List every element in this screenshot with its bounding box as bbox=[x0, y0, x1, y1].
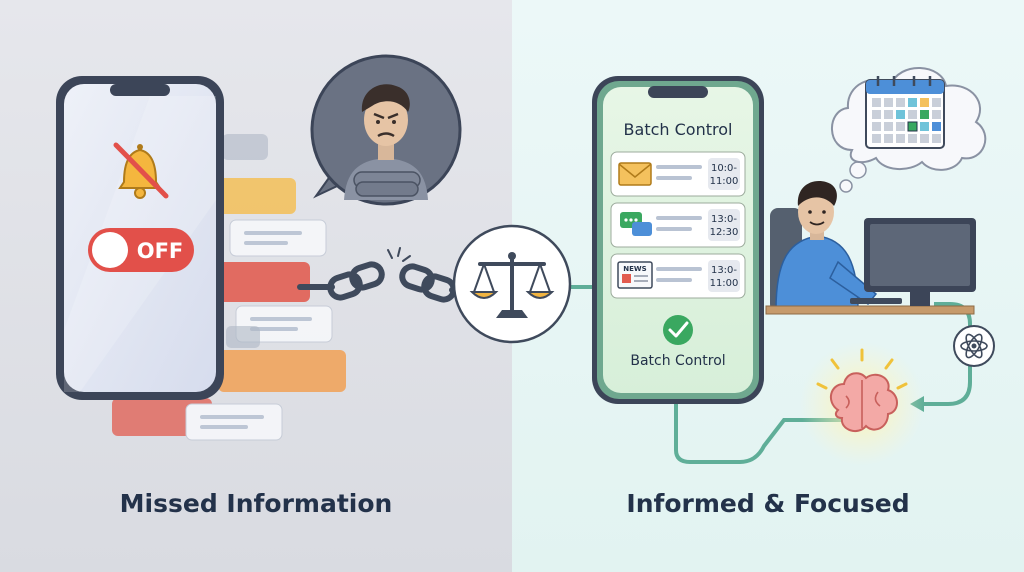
notifications-toggle[interactable]: OFF bbox=[88, 228, 194, 272]
batch-item[interactable]: NEWS 13:0- 11:00 bbox=[610, 253, 746, 299]
notification-bubble bbox=[185, 403, 283, 441]
time-end: 11:00 bbox=[710, 278, 739, 289]
muted-bell-icon bbox=[113, 142, 169, 199]
envelope-icon bbox=[618, 162, 652, 186]
notification-bubble bbox=[218, 350, 346, 392]
scattered-notifications bbox=[112, 134, 346, 441]
caption-missed-information: Missed Information bbox=[119, 489, 393, 518]
toggle-label: OFF bbox=[137, 239, 184, 263]
batch-control-footer: Batch Control bbox=[630, 353, 725, 369]
time-end: 12:30 bbox=[710, 227, 739, 238]
caption-informed-focused: Informed & Focused bbox=[626, 489, 910, 518]
calendar-icon bbox=[865, 76, 945, 149]
batch-item[interactable]: 13:0- 12:30 bbox=[610, 202, 746, 248]
notification-bubble bbox=[222, 134, 268, 160]
batch-control-title: Batch Control bbox=[624, 120, 733, 139]
newspaper-icon: NEWS bbox=[617, 261, 653, 289]
broken-chain bbox=[297, 261, 469, 303]
notification-bubble bbox=[218, 178, 296, 214]
news-badge: NEWS bbox=[623, 265, 646, 273]
focused-person-at-desk bbox=[765, 181, 976, 315]
chat-icon bbox=[620, 212, 652, 236]
time-end: 11:00 bbox=[710, 176, 739, 187]
break-spark bbox=[387, 247, 411, 262]
frustrated-person-bubble bbox=[310, 54, 462, 206]
atom-icon bbox=[953, 325, 995, 367]
notification-bubble bbox=[226, 326, 260, 348]
notification-bubble bbox=[210, 262, 310, 302]
calendar-grid bbox=[872, 98, 941, 143]
flow-line bbox=[674, 402, 846, 464]
check-icon bbox=[663, 315, 693, 345]
time-start: 13:0- bbox=[711, 214, 737, 225]
notification-bubble bbox=[229, 219, 327, 257]
time-start: 10:0- bbox=[711, 163, 737, 174]
balance-scale-icon bbox=[452, 224, 572, 344]
batch-item[interactable]: 10:0- 11:00 bbox=[610, 151, 746, 197]
glowing-brain-icon bbox=[800, 342, 924, 466]
time-start: 13:0- bbox=[711, 265, 737, 276]
